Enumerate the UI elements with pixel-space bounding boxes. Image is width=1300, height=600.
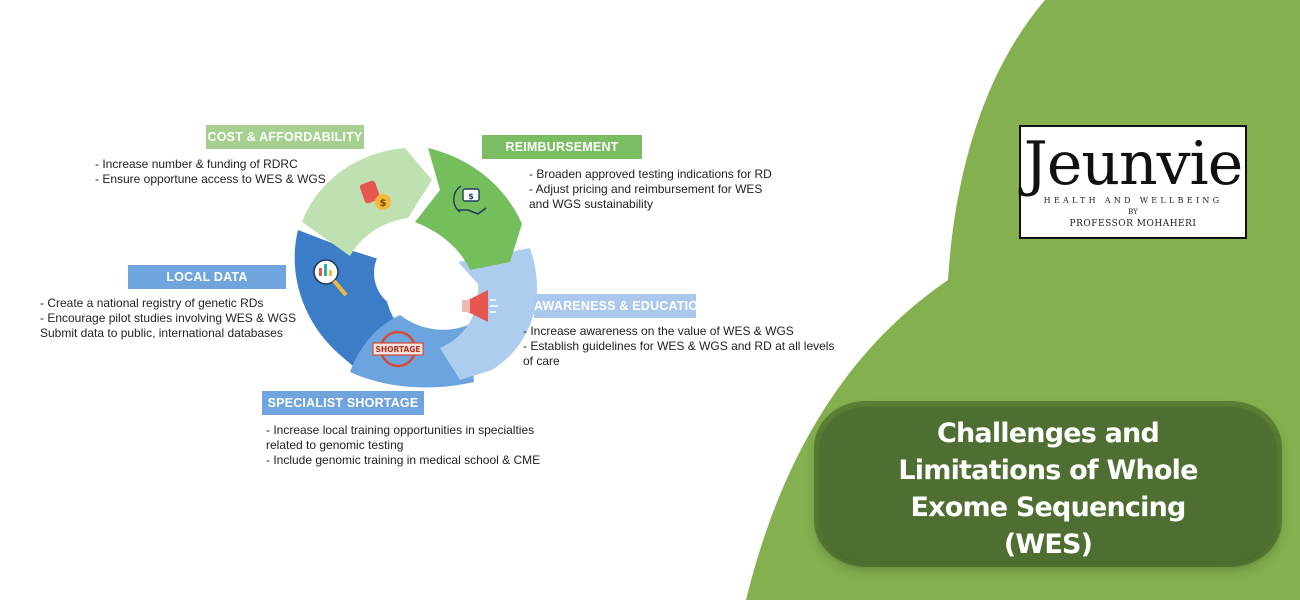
center-circle bbox=[374, 235, 450, 311]
bullets-reimbursement: - Broaden approved testing indications f… bbox=[529, 167, 772, 212]
label-awareness-education: AWARENESS & EDUCATION bbox=[534, 294, 707, 318]
title-line: (WES) bbox=[1003, 529, 1093, 560]
logo-wordmark: Jeunvie bbox=[1023, 129, 1243, 199]
shortage-stamp-icon: SHORTAGE bbox=[372, 330, 424, 368]
svg-text:$: $ bbox=[380, 198, 387, 209]
svg-text:$: $ bbox=[468, 192, 474, 201]
megaphone-icon bbox=[462, 290, 498, 322]
bullet-line: related to genomic testing bbox=[266, 438, 404, 452]
bullet-line: - Increase awareness on the value of WES… bbox=[523, 324, 794, 338]
label-reimbursement: REIMBURSEMENT bbox=[482, 135, 642, 159]
data-magnifier-icon bbox=[313, 259, 348, 297]
page-title: Challenges and Limitations of Whole Exom… bbox=[820, 415, 1276, 563]
svg-text:SHORTAGE: SHORTAGE bbox=[375, 345, 420, 354]
bullet-line: and WGS sustainability bbox=[529, 197, 654, 211]
bullet-line: - Ensure opportune access to WES & WGS bbox=[95, 172, 326, 186]
logo-by: BY bbox=[1128, 208, 1138, 216]
title-panel: Challenges and Limitations of Whole Exom… bbox=[820, 407, 1276, 561]
bullet-line: - Adjust pricing and reimbursement for W… bbox=[529, 182, 763, 196]
title-line: Exome Sequencing bbox=[910, 492, 1186, 523]
bullets-awareness: - Increase awareness on the value of WES… bbox=[523, 324, 834, 369]
price-tag-dollar-icon: $ bbox=[359, 180, 391, 210]
label-cost-affordability: COST & AFFORDABILITY bbox=[206, 125, 364, 149]
bullets-cost: - Increase number & funding of RDRC - En… bbox=[95, 157, 326, 187]
bullet-line: - Broaden approved testing indications f… bbox=[529, 167, 772, 181]
jeunvie-logo: Jeunvie HEALTH AND WELLBEING BY PROFESSO… bbox=[1019, 125, 1247, 239]
bullet-line: of care bbox=[523, 354, 560, 368]
bullet-line: Submit data to public, international dat… bbox=[40, 326, 283, 340]
bullets-local-data: - Create a national registry of genetic … bbox=[40, 296, 296, 341]
bullet-line: - Establish guidelines for WES & WGS and… bbox=[523, 339, 835, 353]
title-line: Limitations of Whole bbox=[898, 455, 1198, 486]
label-local-data: LOCAL DATA bbox=[128, 265, 286, 289]
bullet-line: - Encourage pilot studies involving WES … bbox=[40, 311, 297, 325]
title-line: Challenges and bbox=[937, 418, 1160, 449]
bullet-line: - Increase local training opportunities … bbox=[266, 423, 535, 437]
bullet-line: - Increase number & funding of RDRC bbox=[95, 157, 298, 171]
segment-awareness bbox=[440, 248, 538, 380]
logo-tagline: HEALTH AND WELLBEING bbox=[1043, 196, 1223, 205]
bullet-line: - Create a national registry of genetic … bbox=[40, 296, 264, 310]
hand-dollar-icon: $ bbox=[453, 185, 487, 215]
bullet-line: - Include genomic training in medical sc… bbox=[266, 453, 541, 467]
logo-author: PROFESSOR MOHAHERI bbox=[1069, 219, 1197, 229]
label-specialist-shortage: SPECIALIST SHORTAGE bbox=[262, 391, 424, 415]
segment-reimbursement bbox=[415, 148, 522, 270]
bullets-specialist: - Increase local training opportunities … bbox=[266, 423, 540, 468]
